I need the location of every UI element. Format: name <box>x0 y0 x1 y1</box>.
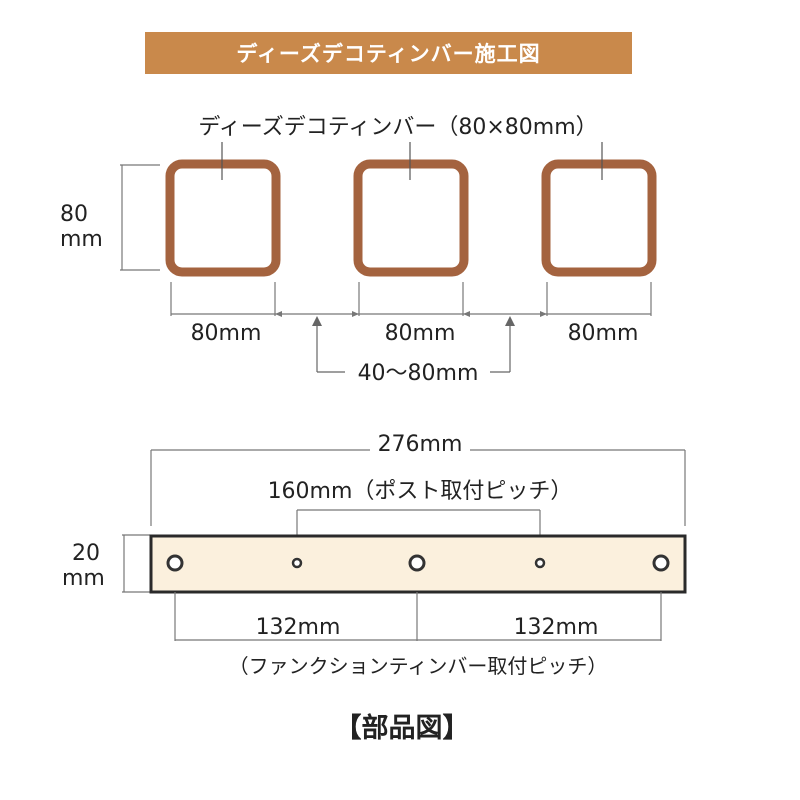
timber-section-3 <box>541 159 657 277</box>
post-pitch-label: 160mm（ポスト取付ピッチ） <box>268 479 573 504</box>
large-hole-2 <box>408 554 426 572</box>
height-dimension <box>120 164 160 271</box>
small-hole-2 <box>534 557 546 569</box>
caption: 【部品図】 <box>335 712 470 744</box>
total-length-label: 276mm <box>378 432 463 457</box>
title-banner: ディーズデコティンバー施工図 <box>145 32 632 74</box>
width-label-1: 80mm <box>191 321 262 346</box>
width-label-3: 80mm <box>568 321 639 346</box>
thickness-unit: mm <box>62 566 105 591</box>
thickness-dimension <box>122 534 150 593</box>
hole-pitch-note: （ファンクションティンバー取付ピッチ） <box>229 654 608 678</box>
title-text: ディーズデコティンバー施工図 <box>236 42 541 66</box>
width-label-2: 80mm <box>385 321 456 346</box>
small-hole-1 <box>291 557 303 569</box>
gap-callout <box>316 322 511 373</box>
width-dimensions <box>170 282 652 316</box>
gap-label: 40〜80mm <box>358 361 479 386</box>
gap-callout-arrows <box>312 316 515 326</box>
height-value: 80 <box>60 202 88 227</box>
member-leaders <box>221 142 603 180</box>
thickness-value: 20 <box>72 541 100 566</box>
plate-holes <box>166 554 670 572</box>
large-hole-1 <box>166 554 184 572</box>
member-label: ディーズデコティンバー（80×80mm） <box>198 115 597 140</box>
timber-section-1 <box>165 159 281 277</box>
timber-sections <box>165 159 657 277</box>
gap-arrowheads <box>275 311 547 317</box>
large-hole-3 <box>652 554 670 572</box>
timber-section-2 <box>353 159 469 277</box>
hole-pitch-dimension <box>174 592 662 641</box>
height-unit: mm <box>60 227 103 252</box>
hole-pitch-label-2: 132mm <box>514 615 599 640</box>
hole-pitch-label-1: 132mm <box>256 615 341 640</box>
total-length-dimension <box>150 449 686 526</box>
